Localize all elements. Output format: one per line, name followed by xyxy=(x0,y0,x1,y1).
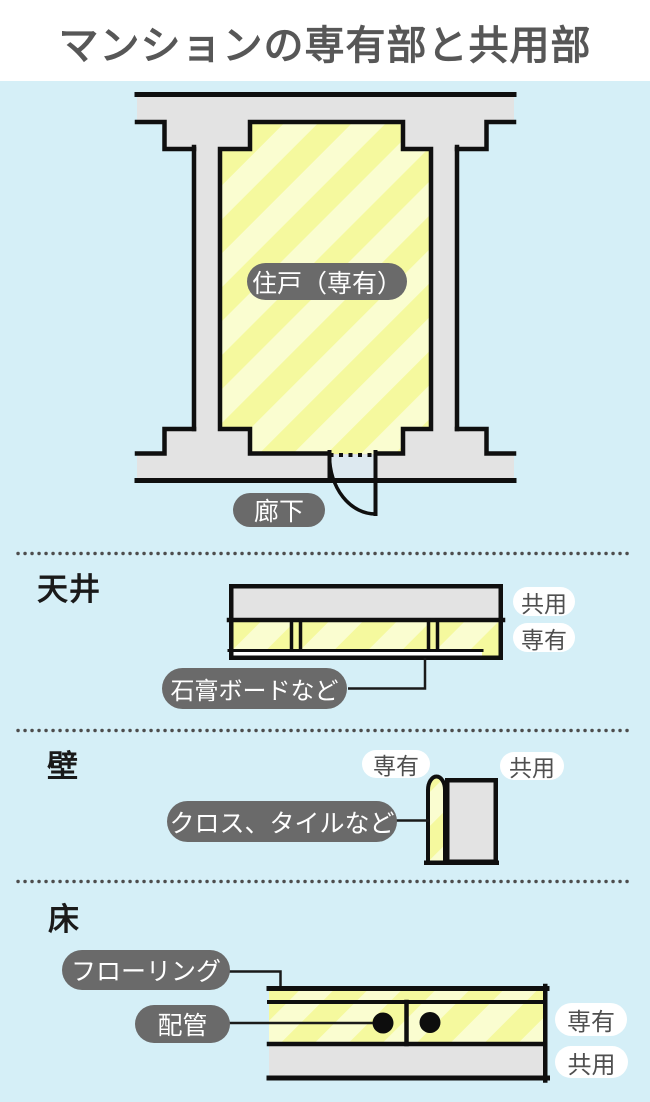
plasterboard-callout: 石膏ボードなど xyxy=(162,668,347,709)
wall-heading: 壁 xyxy=(47,749,79,784)
page-title: マンションの専有部と共用部 xyxy=(58,24,592,68)
wall-private-badge: 専有 xyxy=(362,750,430,779)
floor-heading: 床 xyxy=(48,902,80,937)
flooring-callout-connector xyxy=(229,970,282,986)
ceiling-heading: 天井 xyxy=(37,572,101,607)
door-opening xyxy=(331,455,374,479)
door-swing-arc xyxy=(327,454,378,516)
dotted-separators xyxy=(16,551,635,884)
unit-room-label: 住戸（専有） xyxy=(247,263,407,300)
wall-common-badge: 共用 xyxy=(500,752,564,781)
ceiling-callout-connector xyxy=(348,658,427,690)
pipe-dot-1 xyxy=(372,1012,394,1034)
wall-structure xyxy=(445,778,498,864)
floor-common-badge: 共用 xyxy=(555,1046,628,1079)
corridor-label: 廊下 xyxy=(233,493,325,527)
ceiling-common-badge: 共用 xyxy=(513,587,575,617)
floor-cross-section xyxy=(229,970,550,1083)
pipe-dot-2 xyxy=(419,1012,441,1033)
unit-floor-plan xyxy=(134,92,517,516)
pipe-callout: 配管 xyxy=(135,1005,230,1043)
wall-finish-layer xyxy=(426,774,447,865)
ceiling-private-badge: 専有 xyxy=(513,623,575,653)
floor-private-badge: 専有 xyxy=(555,1003,627,1036)
wall-cross-section xyxy=(396,774,499,865)
flooring-callout: フローリング xyxy=(62,950,230,990)
ceiling-cross-section xyxy=(226,584,506,690)
wall-finish-callout: クロス、タイルなど xyxy=(167,801,397,842)
